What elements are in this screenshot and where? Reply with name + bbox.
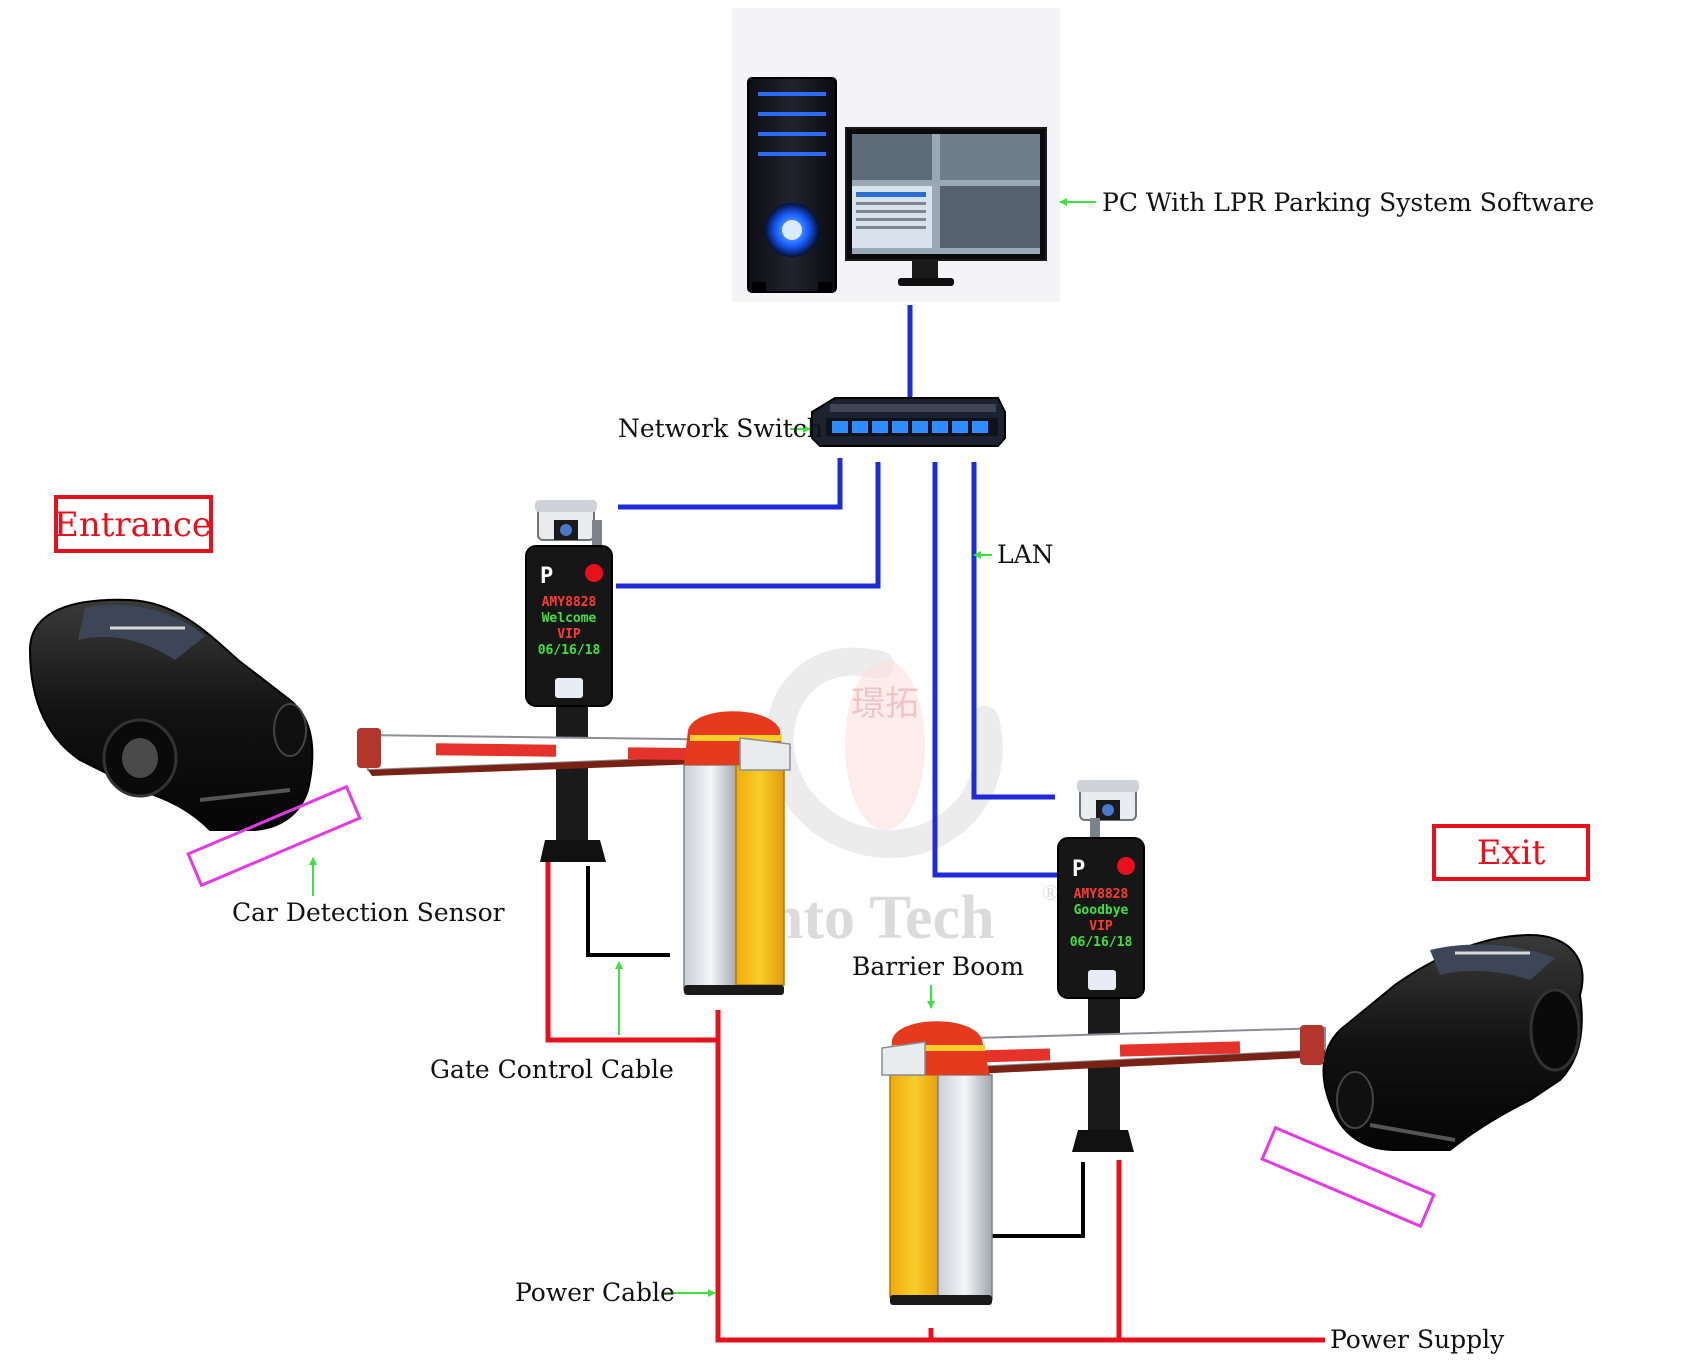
entrance-car-detection-sensor <box>186 784 362 888</box>
monitor-icon <box>845 127 1047 286</box>
lan-cable-entrance-display <box>616 462 881 589</box>
entrance-barrier <box>357 711 791 995</box>
car-detection-sensor-label: Car Detection Sensor <box>232 898 505 927</box>
exit-display-message: Goodbye <box>1074 903 1129 918</box>
power-cables <box>545 862 1325 1343</box>
entrance-tag-label: Entrance <box>54 505 212 545</box>
entrance-display-plate: AMY8828 <box>542 595 597 610</box>
lan-cable-exit-camera <box>971 462 1055 800</box>
power-cable-label: Power Cable <box>515 1278 675 1307</box>
gate-control-cable-entrance <box>586 866 670 957</box>
exit-barrier <box>881 1021 1326 1305</box>
power-cable-entrance-display <box>545 862 718 1043</box>
entrance-display-date: 06/16/18 <box>538 643 601 658</box>
barrier-boom-label: Barrier Boom <box>852 952 1024 981</box>
gate-control-cables <box>586 866 1085 1238</box>
barrier-gate-icon <box>357 711 791 995</box>
lan-label: LAN <box>997 540 1054 569</box>
lan-cables <box>616 305 1058 878</box>
entrance-display-type: VIP <box>557 627 581 642</box>
gate-control-cable-exit <box>992 1162 1085 1238</box>
pc-label: PC With LPR Parking System Software <box>1102 188 1594 217</box>
lan-cable-entrance-camera <box>618 458 843 510</box>
entrance-car <box>28 598 314 831</box>
gate-control-cable-label: Gate Control Cable <box>430 1055 674 1084</box>
entrance-display-pole: P AMY8828 Welcome VIP 06/16/18 <box>525 545 613 862</box>
computer-tower-icon <box>747 77 837 293</box>
car-icon <box>28 598 314 831</box>
entrance-lpr-camera <box>535 500 602 552</box>
network-switch-icon <box>811 397 1006 447</box>
exit-display-type: VIP <box>1089 919 1113 934</box>
entrance-tag: Entrance <box>54 495 213 553</box>
exit-display-date: 06/16/18 <box>1070 935 1133 950</box>
entrance-display-message: Welcome <box>542 611 597 626</box>
network-switch-label: Network Switch <box>618 414 823 443</box>
exit-tag-label: Exit <box>1477 833 1546 873</box>
pc-workstation <box>732 8 1060 302</box>
watermark-seal: 璟拓 <box>851 685 919 723</box>
watermark-registered-mark: ® <box>1042 880 1059 905</box>
lan-cable-exit-display <box>932 462 1058 878</box>
exit-tag: Exit <box>1432 824 1590 881</box>
lpr-camera-icon <box>535 500 602 552</box>
exit-display-parking-sign: P <box>1072 857 1085 882</box>
power-cable-trunk <box>715 1010 1325 1343</box>
exit-car-detection-sensor <box>1260 1125 1436 1229</box>
power-supply-label: Power Supply <box>1330 1325 1505 1354</box>
exit-display-pole: P AMY8828 Goodbye VIP 06/16/18 <box>1057 837 1145 1152</box>
pointer-arrows <box>309 198 1096 1297</box>
exit-display-plate: AMY8828 <box>1074 887 1129 902</box>
exit-car <box>1322 933 1584 1151</box>
exit-lpr-camera <box>1077 780 1139 840</box>
entrance-display-parking-sign: P <box>540 564 553 589</box>
